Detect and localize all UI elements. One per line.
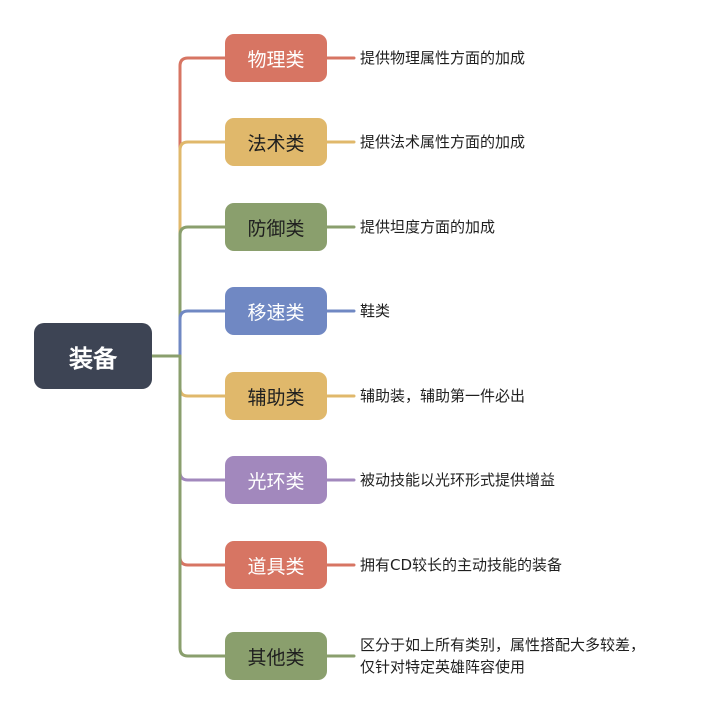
- branch-line-aura: [178, 354, 227, 482]
- description-item: 拥有CD较长的主动技能的装备: [360, 554, 562, 576]
- description-line: 被动技能以光环形式提供增益: [360, 471, 556, 489]
- category-label: 道具类: [247, 555, 305, 578]
- branch-line-item: [178, 354, 227, 567]
- root-node-equipment[interactable]: 装备: [34, 323, 152, 389]
- category-label: 辅助类: [247, 386, 305, 409]
- category-label: 法术类: [247, 132, 305, 155]
- description-line: 拥有CD较长的主动技能的装备: [360, 556, 563, 574]
- category-label: 物理类: [247, 48, 305, 71]
- branch-line-speed: [178, 309, 227, 358]
- description-other: 区分于如上所有类别，属性搭配大多较差， 仅针对特定英雄阵容使用: [360, 634, 645, 678]
- category-label: 其他类: [247, 646, 305, 669]
- description-line: 提供坦度方面的加成: [360, 218, 496, 236]
- category-node-magic[interactable]: 法术类: [225, 118, 327, 166]
- root-node-label: 装备: [69, 344, 117, 373]
- description-support: 辅助装，辅助第一件必出: [360, 385, 525, 407]
- category-label: 移速类: [247, 301, 305, 324]
- branch-line-magic: [178, 140, 227, 358]
- category-label: 防御类: [247, 217, 305, 240]
- description-line: 仅针对特定英雄阵容使用: [360, 658, 526, 676]
- description-line: 区分于如上所有类别，属性搭配大多较差，: [360, 636, 646, 654]
- category-node-item[interactable]: 道具类: [225, 541, 327, 589]
- category-label: 光环类: [247, 470, 305, 493]
- branch-line-other: [178, 354, 227, 658]
- description-line: 提供法术属性方面的加成: [360, 133, 526, 151]
- branch-line-physical: [178, 56, 227, 358]
- description-line: 提供物理属性方面的加成: [360, 49, 526, 67]
- category-node-physical[interactable]: 物理类: [225, 34, 327, 82]
- description-aura: 被动技能以光环形式提供增益: [360, 469, 555, 491]
- branch-line-defense: [178, 225, 227, 358]
- category-node-other[interactable]: 其他类: [225, 632, 327, 680]
- description-line: 鞋类: [360, 302, 391, 320]
- description-line: 辅助装，辅助第一件必出: [360, 387, 526, 405]
- description-magic: 提供法术属性方面的加成: [360, 131, 525, 153]
- description-speed: 鞋类: [360, 300, 390, 322]
- description-physical: 提供物理属性方面的加成: [360, 47, 525, 69]
- description-defense: 提供坦度方面的加成: [360, 216, 495, 238]
- category-node-speed[interactable]: 移速类: [225, 287, 327, 335]
- branch-line-support: [178, 354, 227, 398]
- category-node-aura[interactable]: 光环类: [225, 456, 327, 504]
- category-node-support[interactable]: 辅助类: [225, 372, 327, 420]
- category-node-defense[interactable]: 防御类: [225, 203, 327, 251]
